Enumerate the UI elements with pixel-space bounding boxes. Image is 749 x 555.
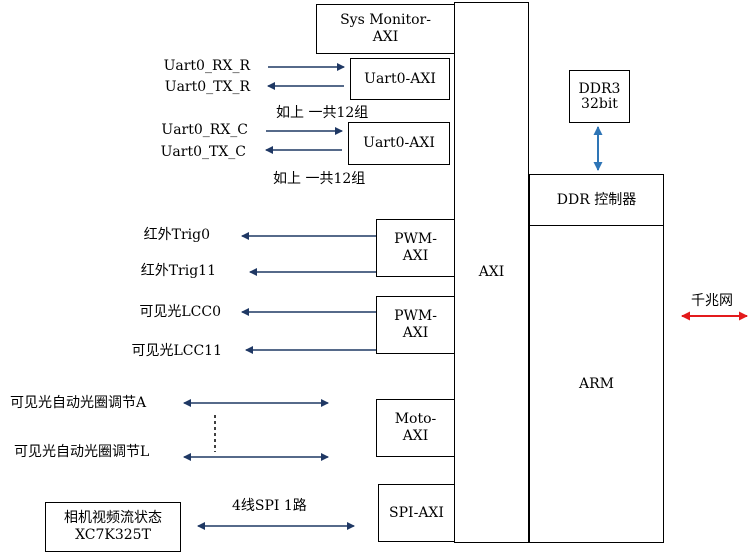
ir-trig11-label: 红外Trig11 <box>140 263 216 279</box>
pwm-axi-label-vis: PWM- AXI <box>394 308 437 341</box>
gigabit-label: 千兆网 <box>691 293 733 309</box>
ir-trig0-label: 红外Trig0 <box>143 227 210 243</box>
uart-rx-r-label: Uart0_RX_R <box>163 58 250 74</box>
uart-tx-c-label: Uart0_TX_C <box>160 144 246 160</box>
uart-axi-block-r: Uart0-AXI <box>350 58 450 100</box>
note-c-label: 如上 一共12组 <box>273 171 366 187</box>
uart-tx-r-label: Uart0_TX_R <box>164 79 250 95</box>
pwm-axi-label-ir: PWM- AXI <box>394 231 437 264</box>
vis-lcc11-label: 可见光LCC11 <box>131 343 222 359</box>
uart-axi-label-r: Uart0-AXI <box>364 70 436 87</box>
vis-lcc0-label: 可见光LCC0 <box>139 304 221 320</box>
axi-bus-block: AXI <box>454 2 529 543</box>
pwm-axi-block-ir: PWM- AXI <box>376 219 455 277</box>
spi-axi-block: SPI-AXI <box>378 484 455 542</box>
spi-axi-label: SPI-AXI <box>389 504 444 521</box>
uart-rx-c-label: Uart0_RX_C <box>161 122 248 138</box>
ddr-controller-label: DDR 控制器 <box>556 191 637 208</box>
note-r-label: 如上 一共12组 <box>276 105 369 121</box>
moto-axi-block: Moto- AXI <box>376 399 455 457</box>
focus-a-label: 可见光自动光圈调节A <box>10 395 147 411</box>
axi-bus-label: AXI <box>478 264 505 280</box>
ddr-controller-block: DDR 控制器 <box>529 174 664 226</box>
camera-fpga-label: 相机视频流状态 XC7K325T <box>64 510 162 543</box>
sys-monitor-axi-block: Sys Monitor- AXI <box>316 4 455 54</box>
uart-axi-label-c: Uart0-AXI <box>363 135 435 151</box>
camera-fpga-block: 相机视频流状态 XC7K325T <box>45 502 181 552</box>
focus-l-label: 可见光自动光圈调节L <box>14 444 150 460</box>
ddr3-block: DDR3 32bit <box>569 70 630 123</box>
arm-block: ARM <box>529 225 664 543</box>
arm-label: ARM <box>579 375 614 392</box>
pwm-axi-block-vis: PWM- AXI <box>376 296 455 354</box>
spi-link-label: 4线SPI 1路 <box>232 498 307 514</box>
uart-axi-block-c: Uart0-AXI <box>348 122 450 165</box>
ddr3-label: DDR3 32bit <box>578 80 621 112</box>
sys-monitor-axi-label: Sys Monitor- AXI <box>340 12 431 45</box>
moto-axi-label: Moto- AXI <box>394 411 437 444</box>
